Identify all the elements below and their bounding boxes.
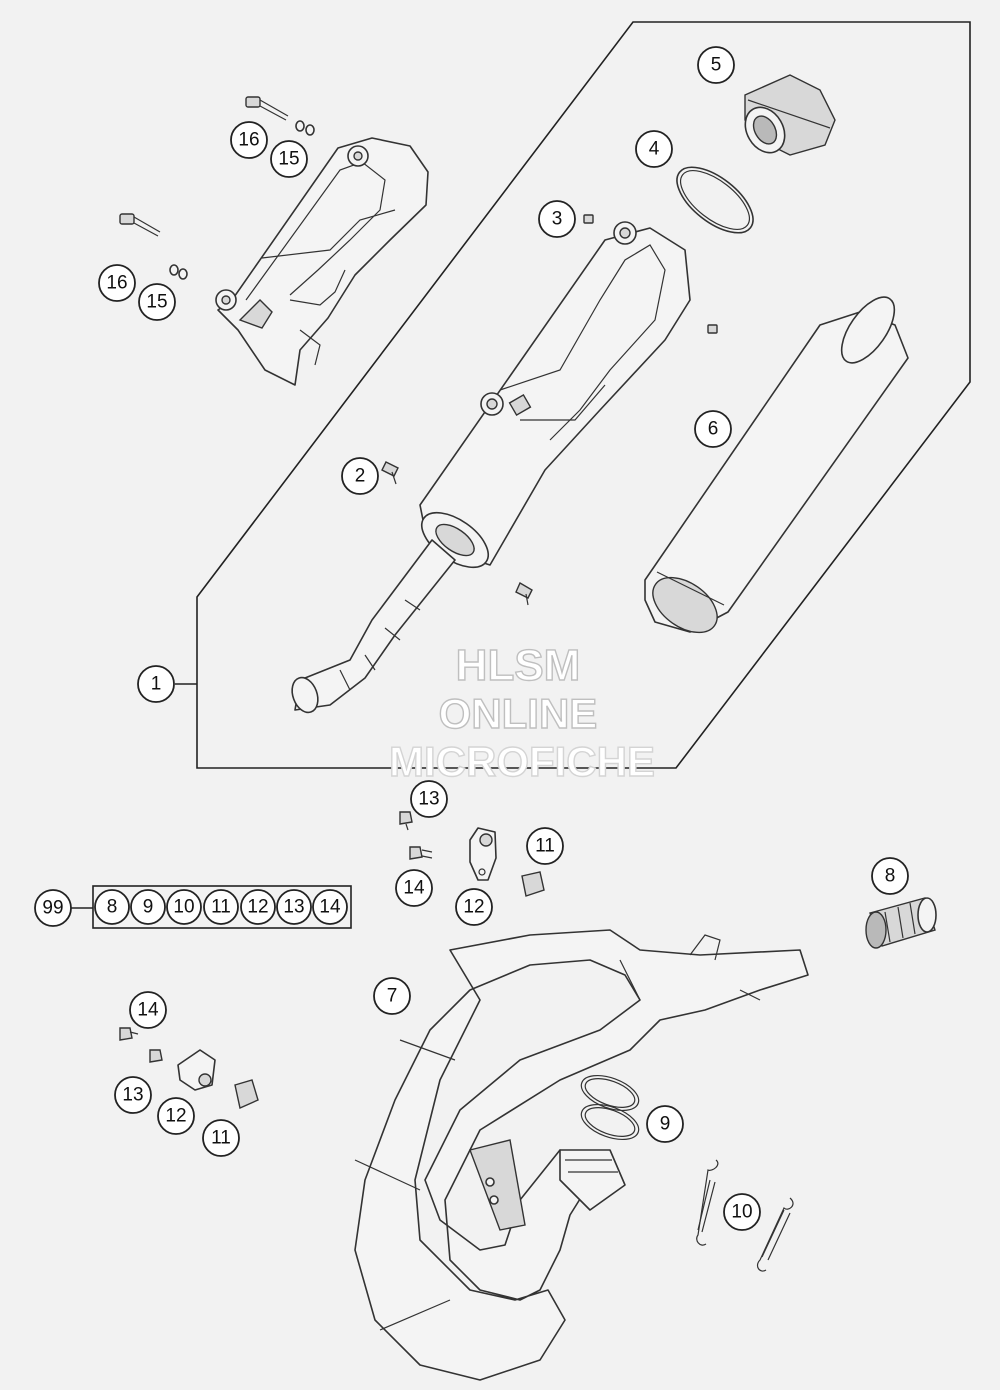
spring-10 [696,1159,794,1272]
kit-99: 99 8 9 10 11 12 13 14 [34,885,352,929]
kit-item-14: 14 [312,889,348,925]
assembly-group-outline [196,21,971,769]
watermark-line-3: MICROFICHE [389,738,655,785]
callout-16-lower: 16 [98,264,136,302]
svg-text:16: 16 [238,130,259,151]
exhaust-pipe-7 [354,929,809,1381]
kit-99-box [92,885,352,929]
svg-text:13: 13 [418,789,439,810]
svg-text:4: 4 [649,139,660,160]
svg-text:3: 3 [552,209,563,230]
svg-text:13: 13 [283,897,304,918]
svg-text:14: 14 [137,1000,159,1021]
screw-2 [381,461,399,485]
svg-text:6: 6 [708,419,719,440]
svg-text:8: 8 [107,897,118,918]
nut-3 [583,214,718,334]
watermark: HLSM ONLINE MICROFICHE [388,640,655,785]
svg-text:12: 12 [463,897,484,918]
gasket-9 [580,1074,640,1141]
end-cap-5 [744,74,836,156]
watermark-line-1: HLSM [456,641,581,690]
washer-15-upper [295,120,315,136]
fastener-set-upper [399,811,545,897]
washer-15-lower [169,264,188,280]
callout-4: 4 [635,130,673,168]
callout-9: 9 [646,1105,684,1143]
svg-text:16: 16 [106,273,127,294]
callout-16-upper: 16 [230,121,268,159]
silencer-illustration [291,221,691,714]
callout-12-upper: 12 [455,888,493,926]
svg-text:12: 12 [247,897,268,918]
muffler-sleeve-6 [644,296,909,634]
svg-text:15: 15 [146,292,167,313]
callout-7: 7 [373,977,411,1015]
callout-13-upper: 13 [410,780,448,818]
callout-2: 2 [341,457,379,495]
svg-text:11: 11 [211,1128,231,1149]
callout-13-lower: 13 [114,1076,152,1114]
svg-text:2: 2 [355,466,366,487]
kit-99-label: 99 [34,889,72,927]
screw-16-upper [245,96,289,121]
heat-shield-illustration [215,137,429,386]
svg-text:15: 15 [278,149,299,170]
callout-11-upper: 11 [526,827,564,865]
kit-item-8: 8 [94,889,130,925]
callout-5: 5 [697,46,735,84]
svg-text:13: 13 [122,1085,143,1106]
kit-item-11: 11 [203,889,239,925]
svg-text:14: 14 [403,878,425,899]
callout-8: 8 [871,857,909,895]
kit-item-13: 13 [276,889,312,925]
svg-text:12: 12 [165,1106,186,1127]
kit-item-12: 12 [240,889,276,925]
kit-item-9: 9 [130,889,166,925]
callout-6: 6 [694,410,732,448]
svg-text:9: 9 [660,1114,671,1135]
svg-text:9: 9 [143,897,154,918]
callout-10: 10 [723,1193,761,1231]
callout-15-upper: 15 [270,140,308,178]
svg-text:7: 7 [387,986,398,1007]
callout-11-lower: 11 [202,1119,240,1157]
fastener-set-lower [119,1027,259,1109]
callout-3: 3 [538,200,576,238]
svg-text:14: 14 [319,897,341,918]
rubber-sleeve-8 [865,897,937,949]
callout-14-upper: 14 [395,869,433,907]
callout-12-lower: 12 [157,1097,195,1135]
svg-text:11: 11 [211,897,231,918]
svg-text:8: 8 [885,866,896,887]
kit-item-10: 10 [166,889,202,925]
callout-1: 1 [137,665,175,703]
watermark-line-2: ONLINE [439,690,598,737]
svg-text:1: 1 [151,674,162,695]
svg-text:10: 10 [731,1202,752,1223]
svg-text:10: 10 [173,897,194,918]
callout-14-lower: 14 [129,991,167,1029]
svg-text:5: 5 [711,55,722,76]
screw-16-lower [119,213,161,237]
callout-15-lower: 15 [138,283,176,321]
o-ring-4 [676,166,754,234]
svg-text:11: 11 [535,836,555,857]
svg-text:99: 99 [42,898,63,919]
